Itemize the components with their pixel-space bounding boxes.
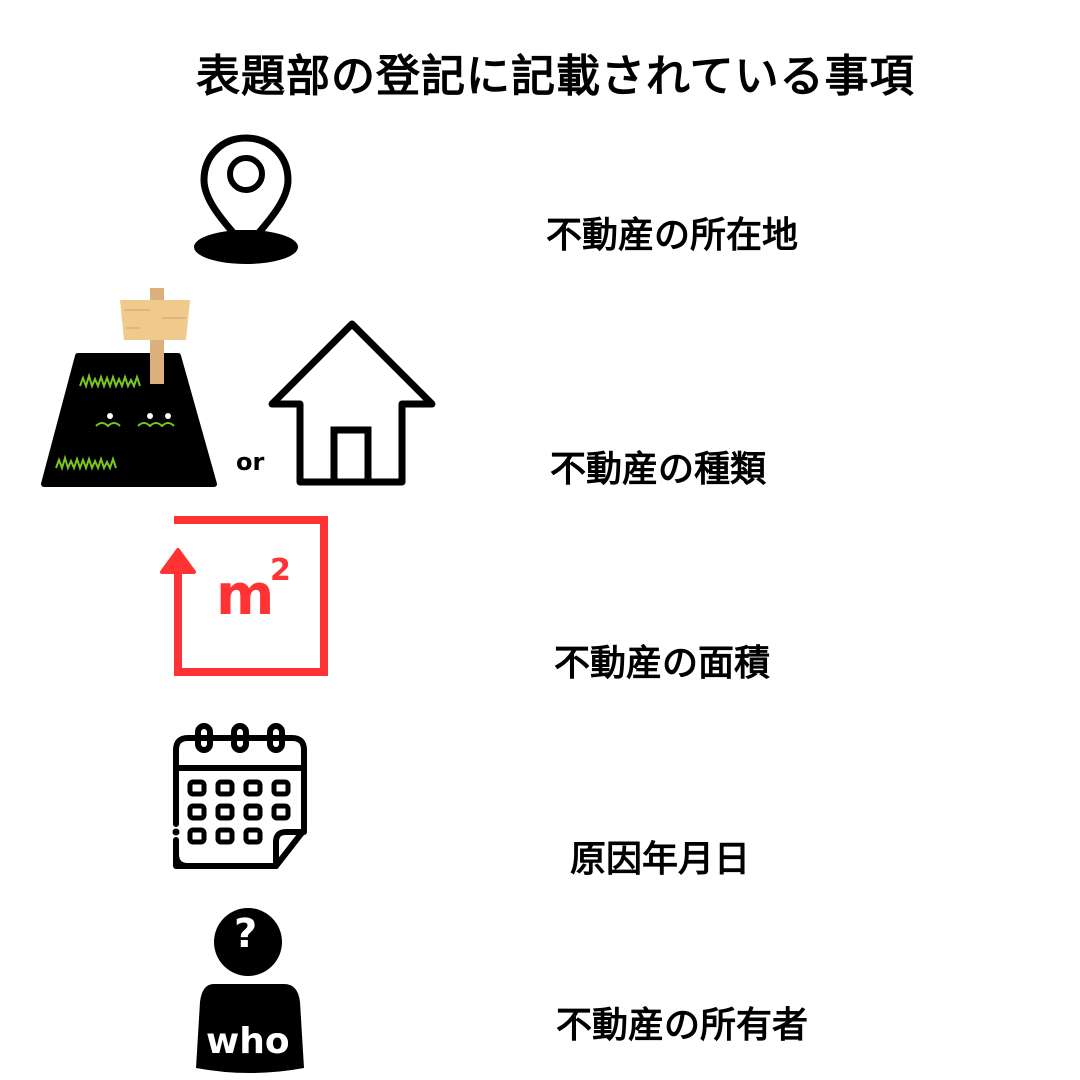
area-square-meter-icon: m 2 <box>156 516 332 680</box>
house-icon <box>268 320 436 486</box>
or-connector: or <box>236 448 265 476</box>
item-label-location: 不動産の所在地 <box>546 215 799 256</box>
unit-m: m <box>216 563 275 628</box>
item-label-date: 原因年月日 <box>570 839 751 880</box>
who-text: who <box>206 1021 290 1062</box>
item-label-area: 不動産の面積 <box>554 643 771 684</box>
land-plot-icon <box>41 288 217 487</box>
item-label-type: 不動産の種類 <box>550 449 767 490</box>
question-mark: ? <box>234 911 258 957</box>
calendar-icon <box>172 723 307 869</box>
item-label-owner: 不動産の所有者 <box>556 1005 809 1046</box>
page-title: 表題部の登記に記載されている事項 <box>196 51 915 102</box>
unit-superscript: 2 <box>270 553 291 588</box>
location-pin-icon <box>194 134 298 264</box>
unknown-person-icon: ? who <box>190 906 310 1076</box>
